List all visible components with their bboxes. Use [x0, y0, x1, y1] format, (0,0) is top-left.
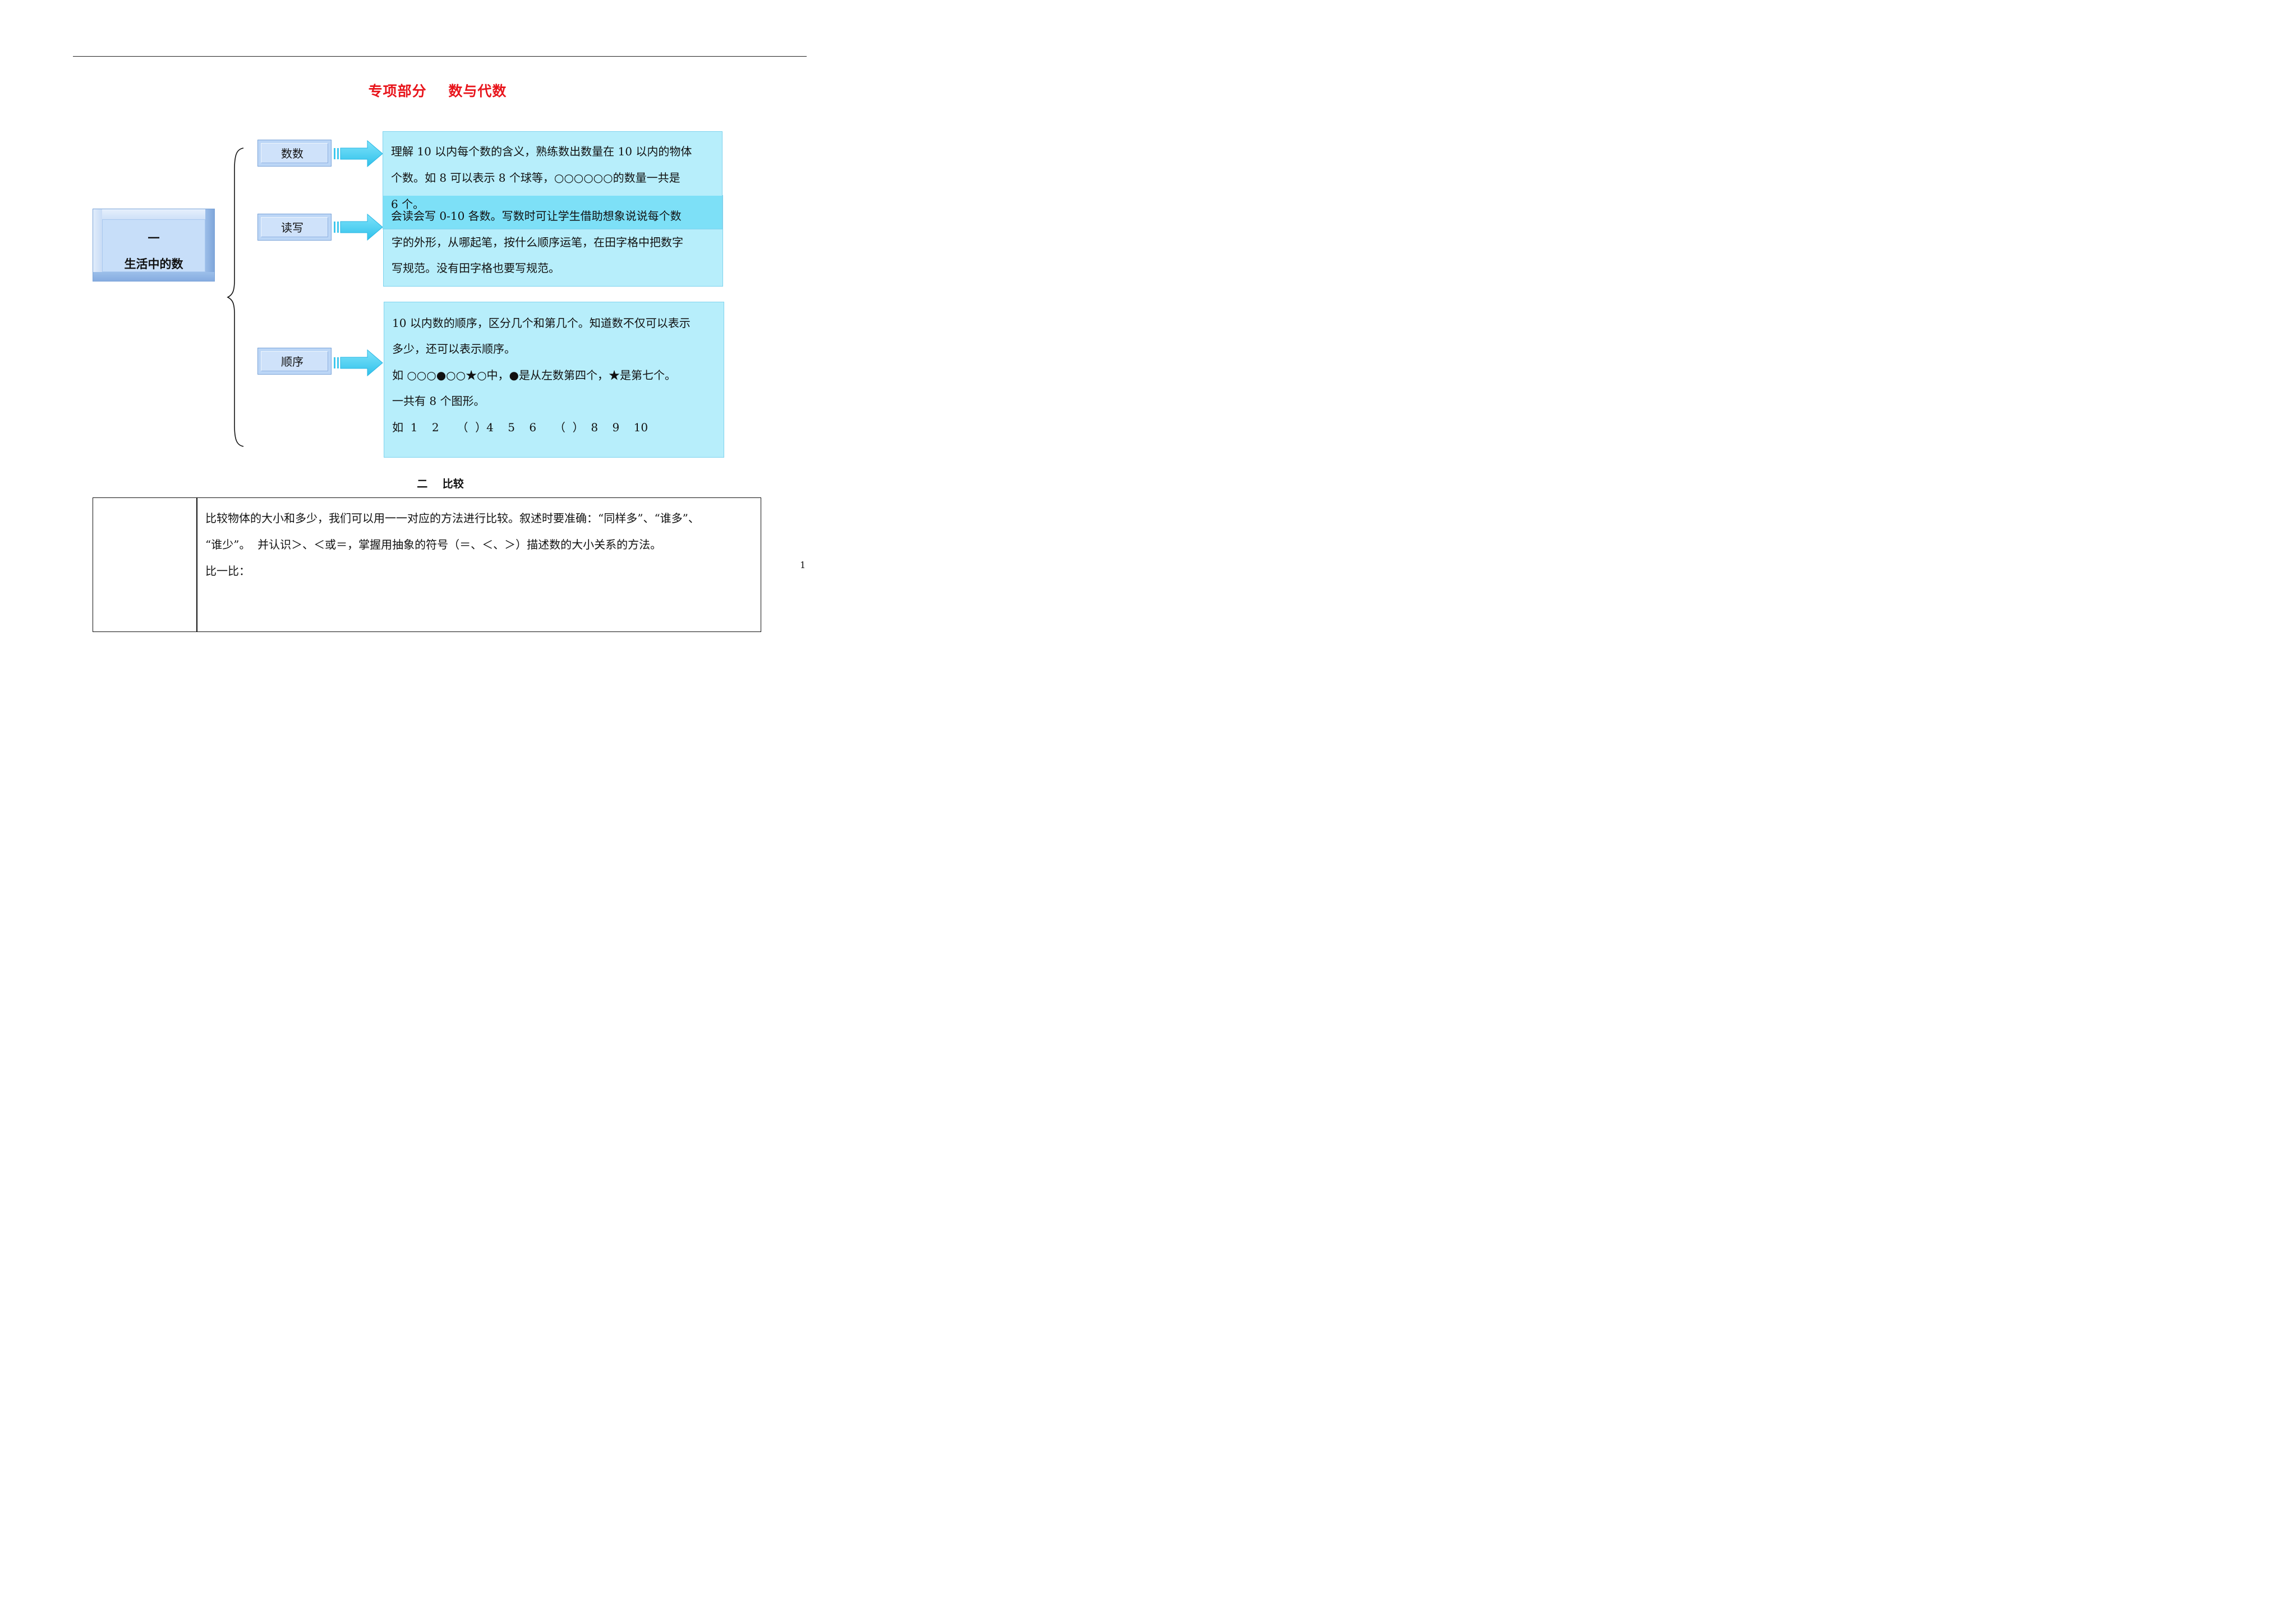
arrow-right-icon: [334, 140, 383, 168]
label-counting: 数数: [257, 140, 332, 167]
comparison-table: 比较物体的大小和多少，我们可以用一一对应的方法进行比较。叙述时要准确：“同样多”…: [93, 497, 761, 632]
header-rule: [73, 56, 807, 57]
topic-name: 生活中的数: [124, 257, 183, 271]
read-write-first-line: 会读会写 0-10 各数。写数时可让学生借助想象说说每个数: [391, 209, 682, 223]
counting-box: 理解 10 以内每个数的含义，熟练数出数量在 10 以内的物体 个数。如 8 可…: [383, 131, 723, 229]
topic-number: 一: [148, 231, 160, 245]
arrow-right-icon: [334, 349, 383, 377]
curly-brace: [227, 147, 244, 447]
table-text: “谁少”。 并认识＞、＜或＝，掌握用抽象的符号（＝、＜、＞）描述数的大小关系的方…: [205, 538, 662, 551]
label-order: 顺序: [257, 348, 332, 375]
table-text: 比一比：: [205, 564, 250, 578]
order-box: 10 以内数的顺序，区分几个和第几个。知道数不仅可以表示 多少，还可以表示顺序。…: [384, 302, 724, 458]
table-text: 比较物体的大小和多少，我们可以用一一对应的方法进行比较。叙述时要准确：“同样多”…: [205, 511, 700, 525]
label-read-write: 读写: [257, 214, 332, 241]
section-heading: 二 比较: [417, 478, 464, 490]
topic-box: 一 生活中的数: [93, 209, 215, 282]
table-divider: [196, 498, 197, 631]
page-title: 专项部分 数与代数: [368, 83, 507, 99]
page-number: 1: [800, 560, 806, 570]
arrow-right-icon: [334, 213, 383, 241]
